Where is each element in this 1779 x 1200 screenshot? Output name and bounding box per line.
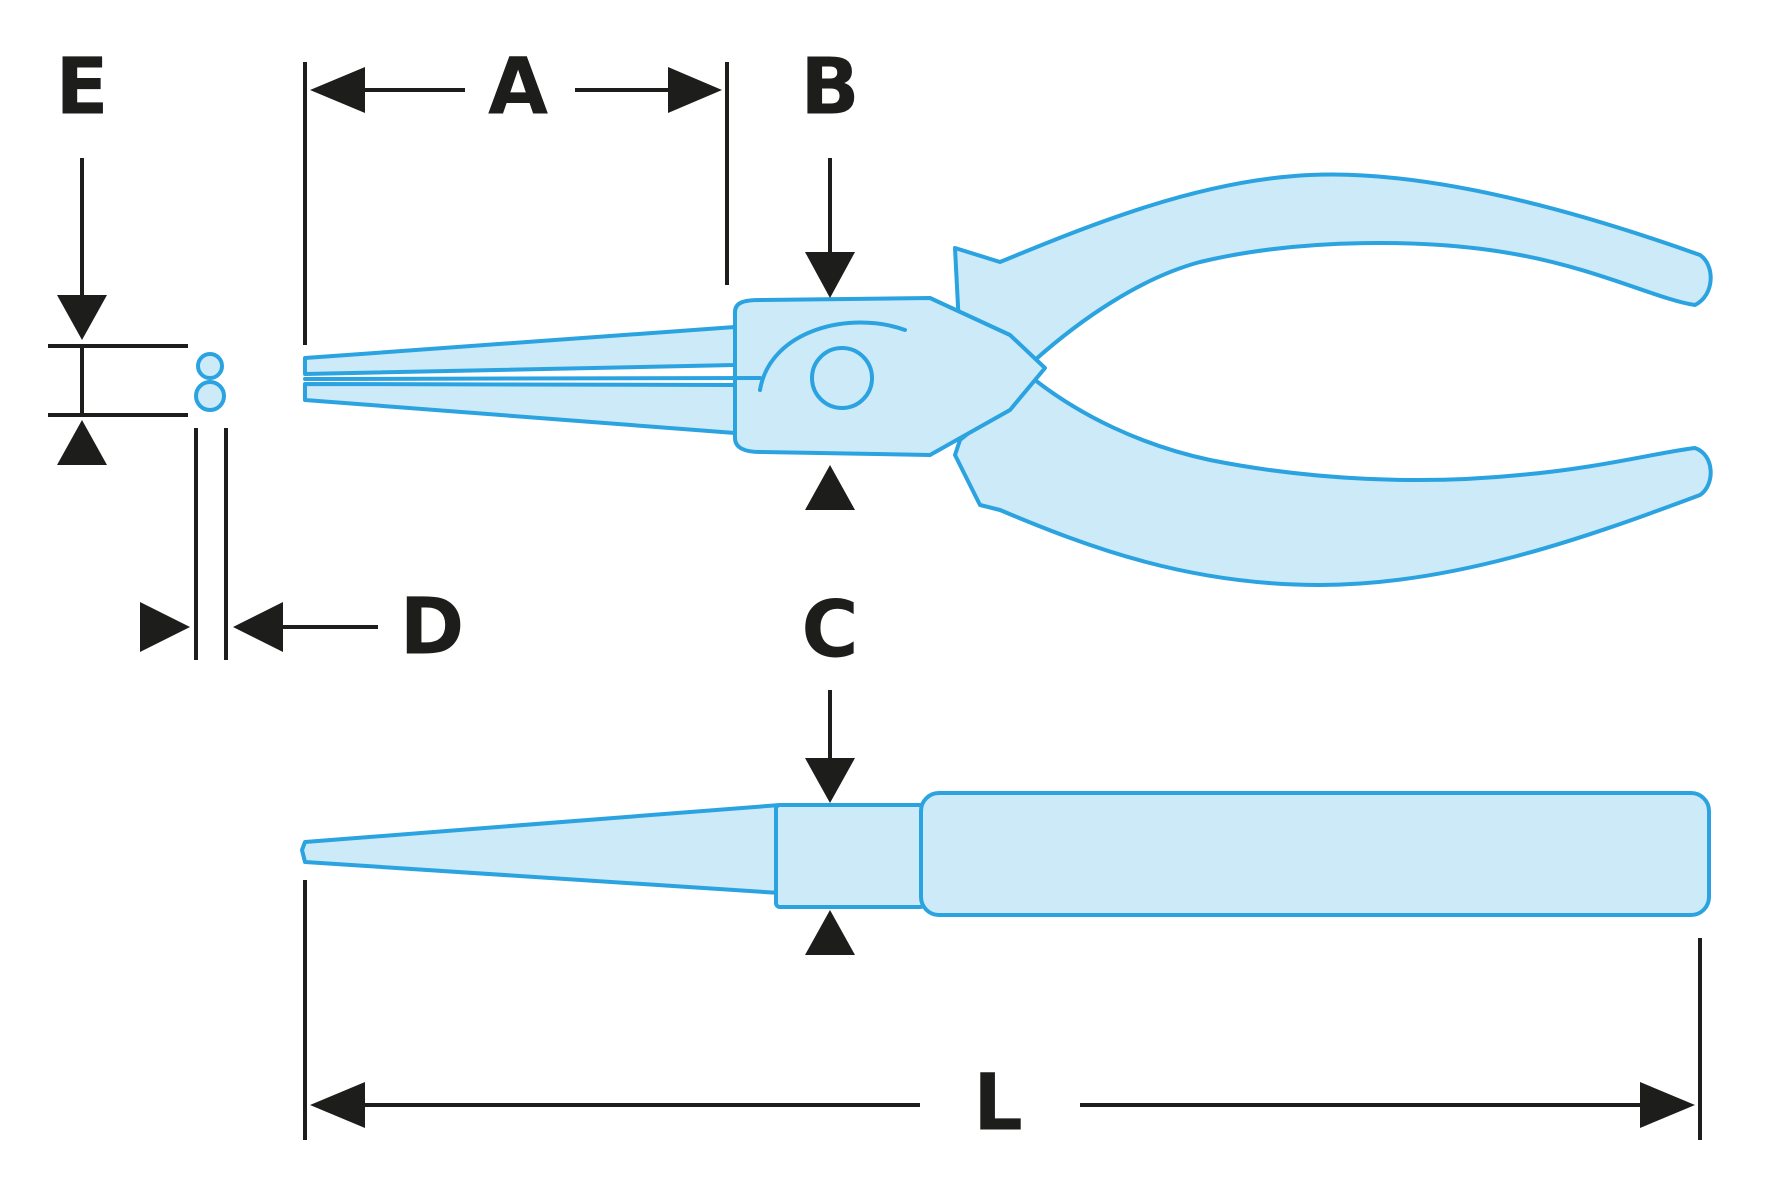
joint-block <box>774 803 926 909</box>
dimension-l: L <box>303 880 1702 1148</box>
label-d: D <box>400 582 465 672</box>
dimension-a: A <box>303 42 729 345</box>
joint-detail <box>758 320 907 392</box>
jaw-cross-section <box>194 352 226 412</box>
joint-body <box>733 296 1047 457</box>
lower-jaw <box>303 382 737 435</box>
label-c: C <box>801 585 858 675</box>
jaw-parting-line <box>303 376 762 381</box>
upper-jaw <box>303 325 737 376</box>
label-l: L <box>973 1058 1023 1148</box>
pliers-bottom-view <box>300 791 1711 917</box>
upper-handle <box>953 172 1713 362</box>
pivot-rivet <box>810 346 874 410</box>
handle-block <box>919 791 1711 917</box>
label-b: B <box>800 42 859 132</box>
lower-handle <box>953 378 1713 587</box>
label-e: E <box>55 42 108 132</box>
pliers-top-view <box>303 172 1713 587</box>
label-a: A <box>488 42 548 132</box>
tip-profile <box>300 803 782 895</box>
dimension-b: B <box>800 42 860 510</box>
dimension-d: D <box>140 428 464 672</box>
dimension-c: C <box>801 585 859 955</box>
dimension-e: E <box>48 42 188 465</box>
